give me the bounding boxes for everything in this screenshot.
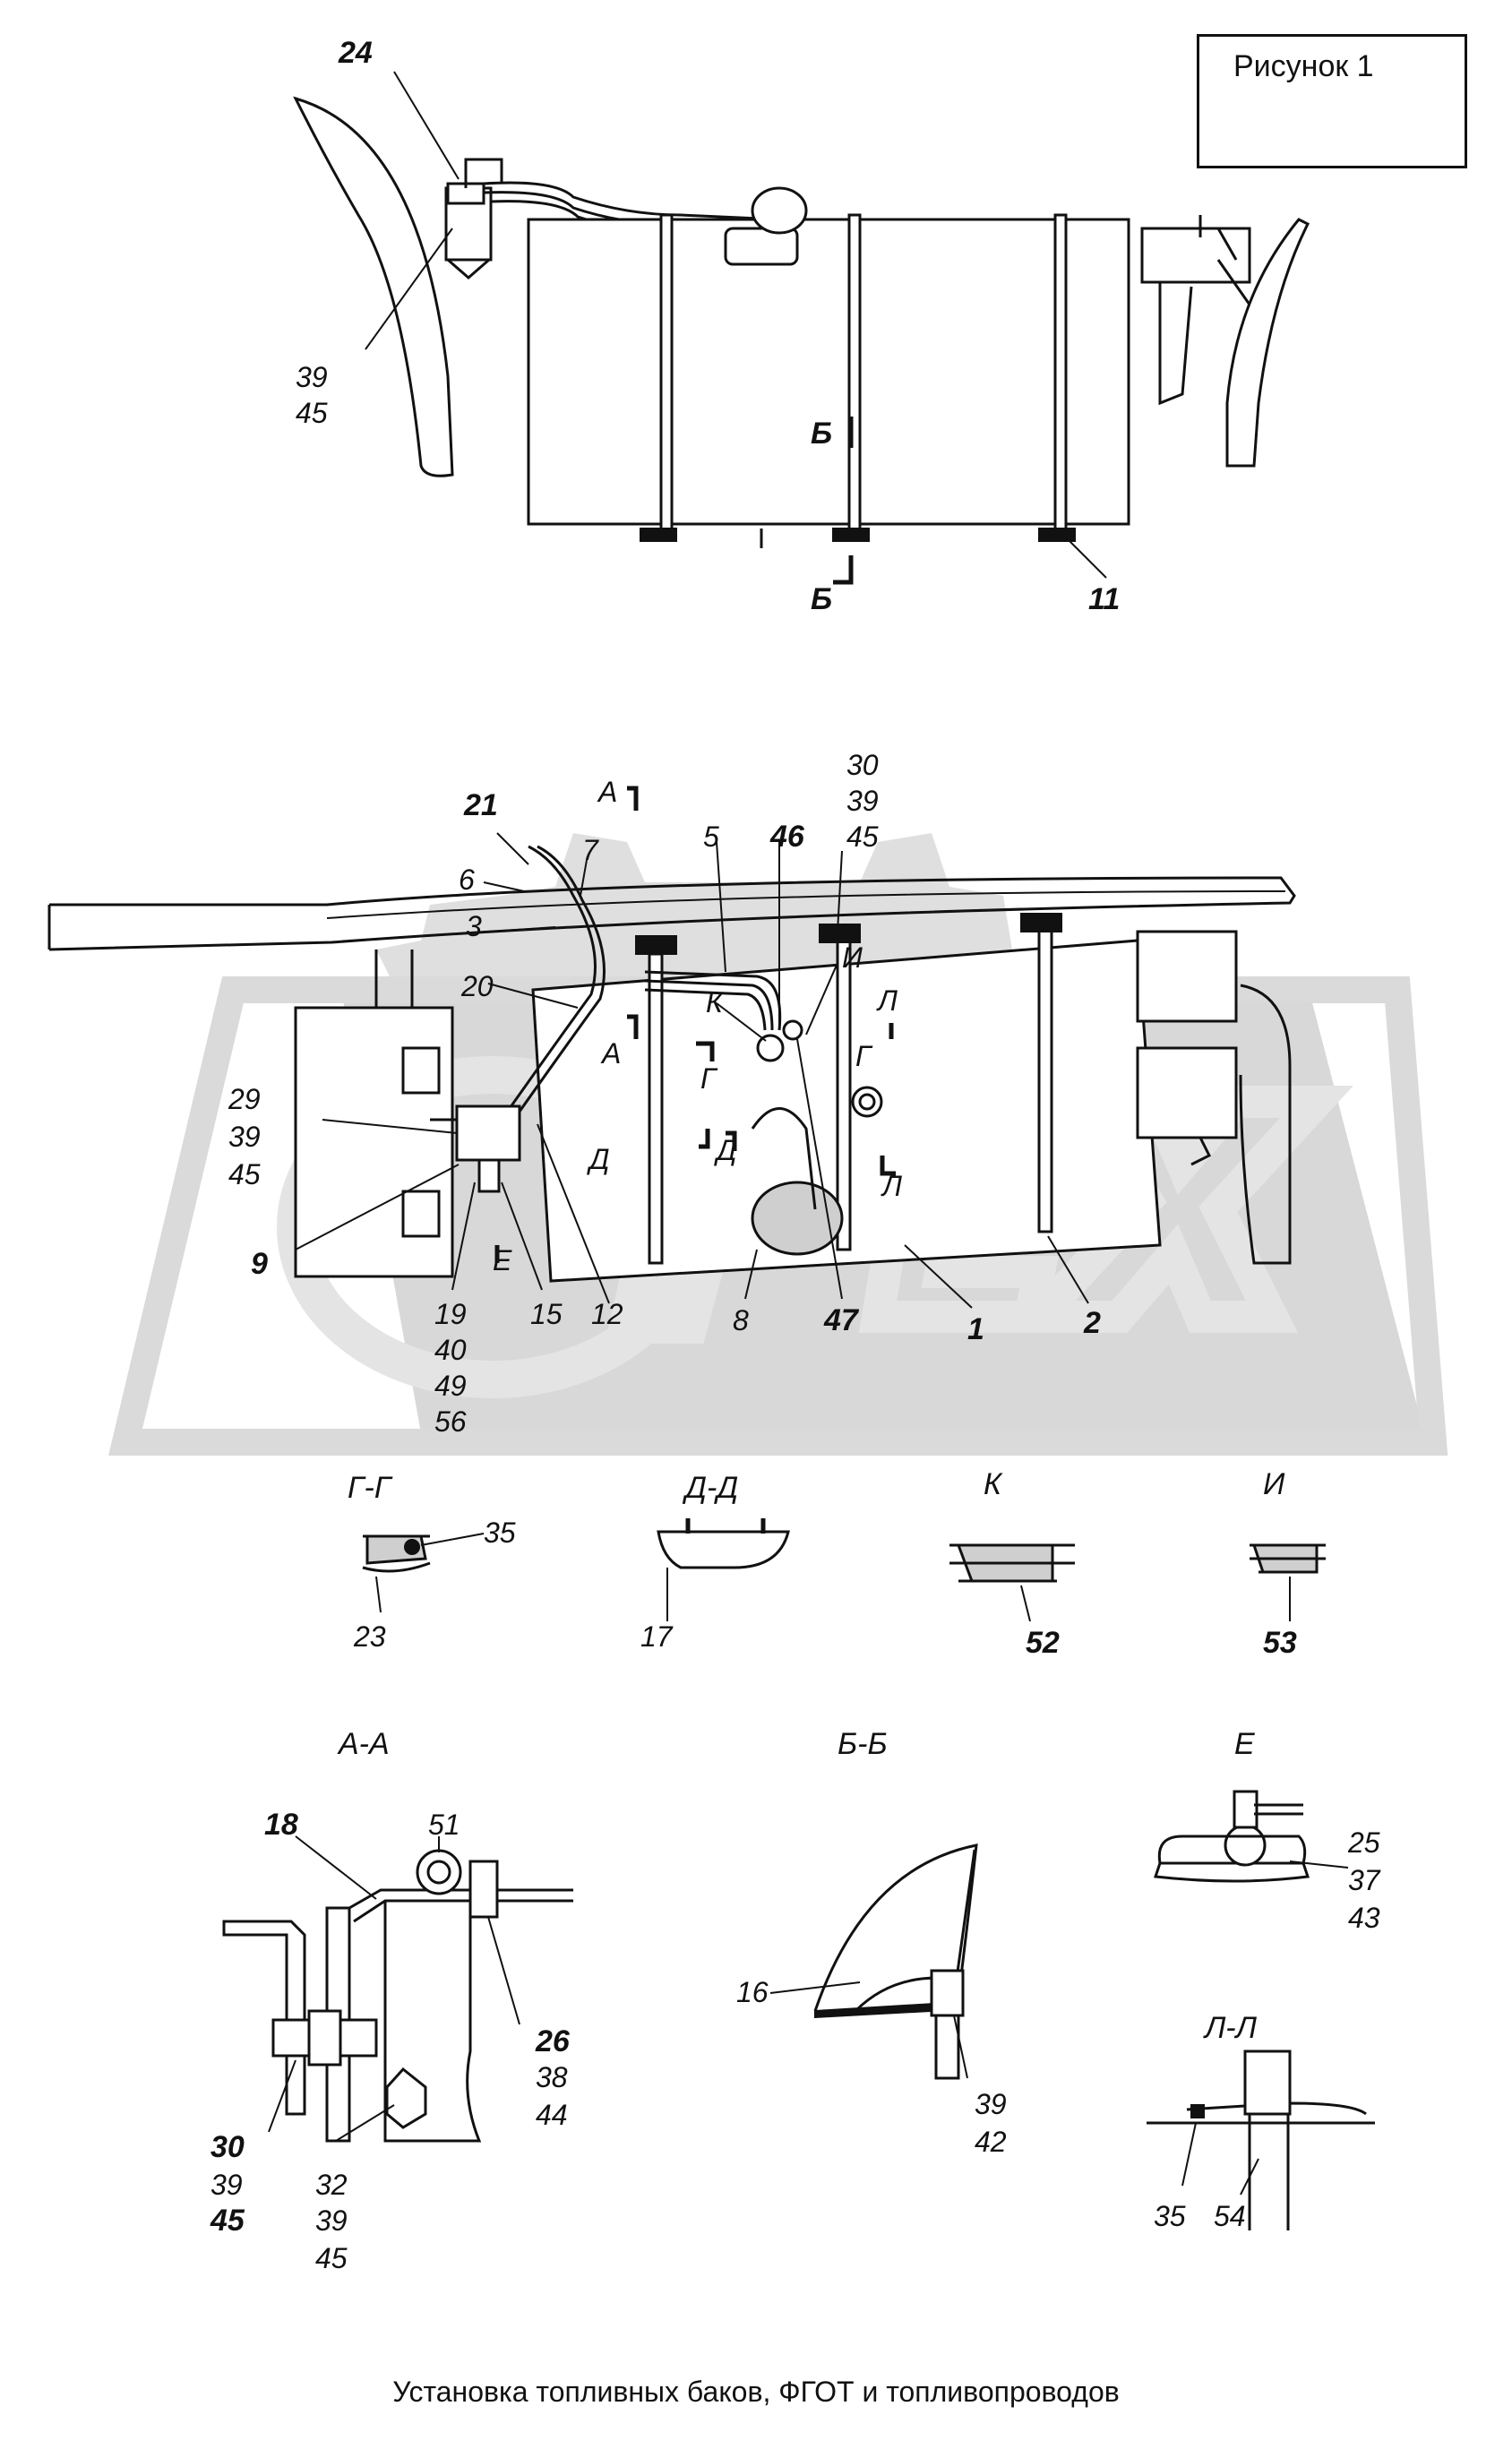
callout-53: 53	[1263, 1626, 1297, 1660]
callout-45: 45	[315, 2242, 348, 2274]
section-mark-g-right: Г	[855, 1040, 873, 1072]
callout-42: 42	[975, 2126, 1007, 2158]
section-bb	[769, 1843, 978, 2080]
callout-39: 39	[228, 1121, 261, 1153]
section-title-ll: Л-Л	[1203, 2011, 1258, 2045]
section-mark-d-left: Д	[587, 1143, 610, 1175]
detail-mark-i: И	[842, 941, 863, 974]
callout-39: 39	[975, 2088, 1007, 2120]
callout-8: 8	[733, 1304, 749, 1336]
detail-e	[1153, 1790, 1349, 1883]
detail-i	[1250, 1543, 1326, 1621]
callout-45: 45	[296, 397, 328, 429]
callout-46: 46	[769, 820, 805, 854]
figure-caption: Установка топливных баков, ФГОТ и топлив…	[392, 2376, 1120, 2408]
section-title-gg: Г-Г	[348, 1471, 393, 1505]
section-mark-l-bottom: Л	[881, 1170, 902, 1202]
callout-40: 40	[434, 1334, 467, 1366]
callout-11: 11	[1088, 582, 1120, 616]
callout-3: 3	[466, 910, 482, 942]
callout-30: 30	[210, 2130, 245, 2164]
section-mark-a-top: А	[597, 776, 617, 808]
detail-title-i: И	[1263, 1467, 1285, 1501]
callout-15: 15	[530, 1298, 563, 1330]
callout-23: 23	[353, 1620, 386, 1653]
callout-6: 6	[459, 864, 475, 896]
callout-35: 35	[484, 1517, 516, 1549]
callout-9: 9	[251, 1247, 268, 1281]
top-view-assembly	[293, 71, 1310, 585]
callout-39: 39	[296, 361, 328, 393]
callout-54: 54	[1214, 2200, 1246, 2232]
callout-44: 44	[536, 2099, 568, 2131]
section-mark-g-left: Г	[700, 1062, 718, 1095]
callout-43: 43	[1348, 1902, 1380, 1934]
section-title-aa: А-А	[337, 1727, 390, 1761]
callout-5: 5	[703, 821, 719, 853]
figure-label-box: Рисунок 1	[1197, 34, 1467, 168]
section-mark-b-top: Б	[811, 417, 832, 451]
callout-7: 7	[582, 834, 599, 866]
detail-title-k: К	[984, 1467, 1003, 1501]
main-view-assembly	[47, 786, 1296, 1309]
callout-45: 45	[228, 1158, 261, 1190]
callout-26: 26	[535, 2024, 571, 2058]
callout-17: 17	[640, 1620, 674, 1653]
callout-12: 12	[591, 1298, 623, 1330]
callout-47: 47	[823, 1303, 860, 1337]
callout-38: 38	[536, 2061, 568, 2093]
callout-39: 39	[210, 2169, 243, 2201]
callout-39: 39	[846, 785, 879, 817]
callout-37: 37	[1348, 1864, 1381, 1896]
callout-29: 29	[228, 1083, 261, 1115]
callout-19: 19	[434, 1298, 467, 1330]
callout-1: 1	[967, 1312, 984, 1346]
callout-51: 51	[428, 1809, 460, 1841]
callout-16: 16	[736, 1976, 769, 2008]
callout-2: 2	[1083, 1306, 1101, 1340]
callout-24: 24	[338, 36, 373, 70]
callout-25: 25	[1347, 1826, 1380, 1859]
figure-label: Рисунок 1	[1233, 49, 1374, 83]
section-mark-l-top: Л	[876, 984, 898, 1017]
section-ll	[1147, 2049, 1375, 2230]
detail-mark-k: К	[706, 986, 725, 1018]
callout-35: 35	[1154, 2200, 1186, 2232]
callout-32: 32	[315, 2169, 348, 2201]
callout-20: 20	[460, 970, 494, 1002]
callout-52: 52	[1026, 1626, 1060, 1660]
callout-56: 56	[434, 1405, 467, 1438]
section-aa	[222, 1835, 573, 2143]
detail-k	[949, 1543, 1075, 1622]
section-title-bb: Б-Б	[838, 1727, 888, 1761]
callout-45: 45	[846, 821, 879, 853]
callout-39: 39	[315, 2204, 348, 2237]
callout-30: 30	[846, 749, 879, 781]
section-gg	[362, 1533, 485, 1613]
section-title-dd: Д-Д	[682, 1471, 738, 1505]
callout-49: 49	[434, 1370, 467, 1402]
section-mark-d-right: Д	[714, 1134, 737, 1166]
section-dd	[657, 1518, 790, 1621]
detail-mark-e: Е	[493, 1244, 512, 1276]
callout-21: 21	[463, 788, 498, 822]
section-mark-a-bottom: А	[600, 1037, 621, 1070]
section-mark-b-bottom: Б	[811, 582, 832, 616]
callout-45: 45	[210, 2204, 245, 2238]
detail-title-e: Е	[1234, 1727, 1255, 1761]
callout-18: 18	[264, 1808, 298, 1842]
